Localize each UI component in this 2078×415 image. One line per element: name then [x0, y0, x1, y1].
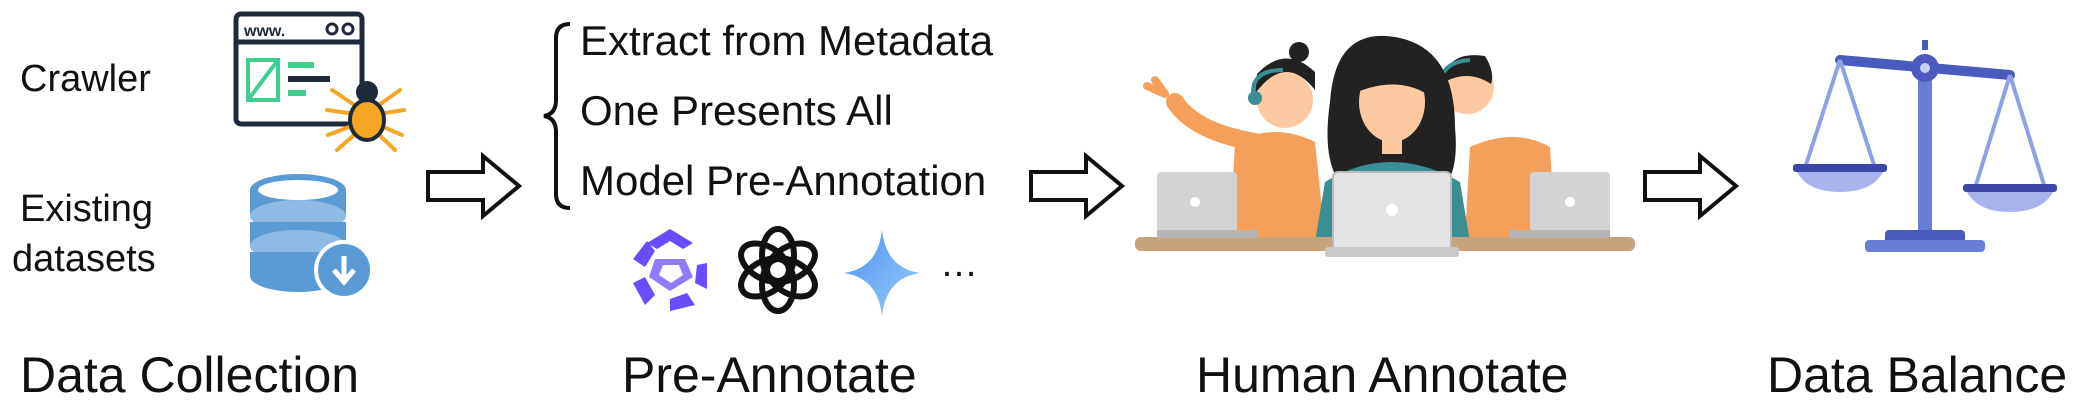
- flow-arrow-1: [426, 151, 523, 221]
- method-one-presents-all: One Presents All: [580, 87, 893, 134]
- annotator-left: [1143, 42, 1325, 237]
- browser-url-text: www.: [243, 23, 285, 40]
- stage-pre-annotate: Pre-Annotate: [622, 347, 917, 403]
- stage-data-collection: Data Collection: [20, 347, 360, 403]
- openai-logo-icon: [738, 226, 818, 314]
- database-icon: [250, 174, 374, 300]
- existing-datasets-label-line2: datasets: [12, 238, 156, 280]
- stage-human-annotate: Human Annotate: [1196, 347, 1569, 403]
- laptop-left-icon: [1157, 172, 1257, 238]
- qwen-logo-icon: [633, 229, 707, 311]
- balance-scale-icon: [1793, 40, 2057, 252]
- gemini-sparkle-icon: [844, 230, 920, 316]
- existing-datasets-label-line1: Existing: [20, 188, 154, 230]
- crawler-browser-icon: www.: [233, 11, 406, 152]
- method-model-pre-annotation: Model Pre-Annotation: [580, 157, 987, 204]
- human-annotators-illustration: [1135, 35, 1635, 257]
- more-models-ellipsis: …: [940, 243, 978, 285]
- flow-arrow-3: [1643, 151, 1740, 221]
- method-brace: [543, 22, 571, 210]
- laptop-center-icon: [1325, 171, 1459, 257]
- laptop-right-icon: [1510, 172, 1610, 238]
- method-extract-metadata: Extract from Metadata: [580, 17, 994, 64]
- stage-data-balance: Data Balance: [1767, 347, 2068, 403]
- crawler-label: Crawler: [20, 58, 151, 100]
- flow-arrow-2: [1029, 151, 1126, 221]
